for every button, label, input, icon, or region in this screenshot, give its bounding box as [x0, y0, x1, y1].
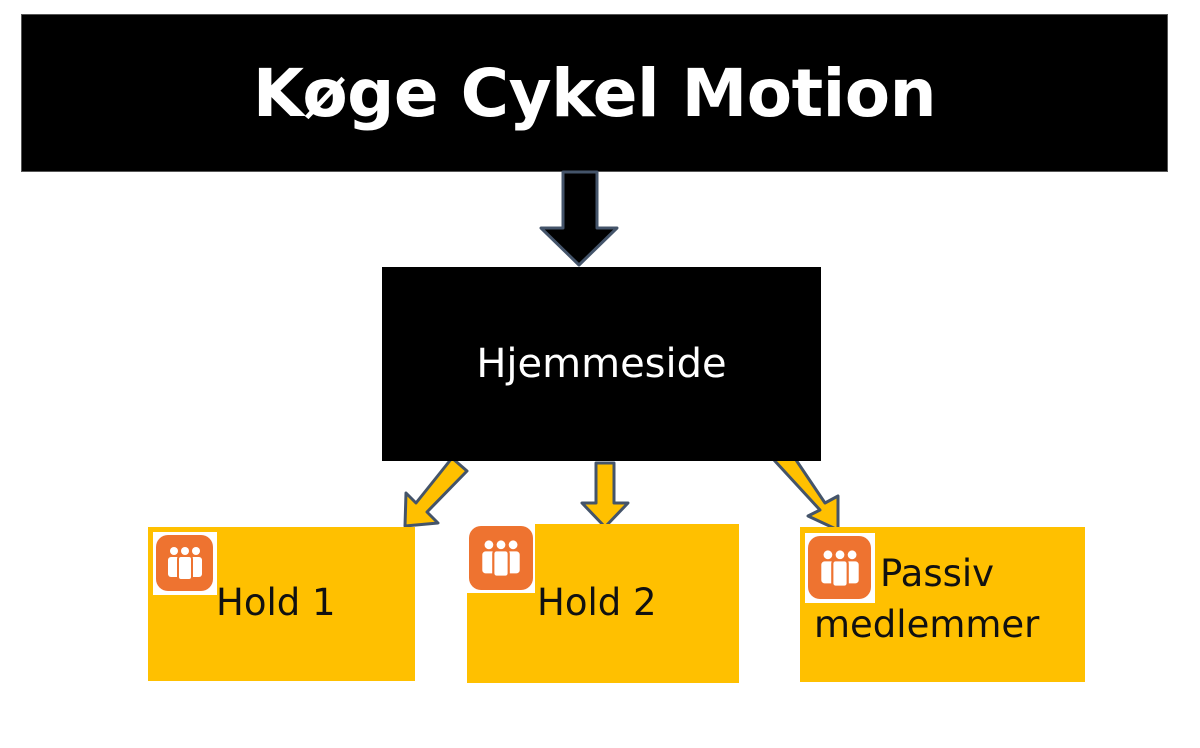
group-people-icon [469, 526, 533, 590]
group-label: Hold 1 [216, 581, 336, 624]
icon-frame [467, 524, 535, 593]
group-node-hold-2-lower [467, 593, 739, 683]
arrow-home-to-hold-1 [403, 456, 469, 528]
icon-frame [153, 532, 217, 595]
group-label: Hold 2 [537, 581, 657, 624]
arrow-title-to-home [539, 170, 619, 267]
arrow-home-to-hold-2 [580, 461, 630, 529]
group-people-icon [808, 536, 871, 599]
page-title: Køge Cykel Motion [252, 54, 937, 132]
group-node-passiv[interactable]: Passiv medlemmer [800, 527, 1085, 682]
group-label-line2: medlemmer [814, 603, 1040, 646]
title-bar: Køge Cykel Motion [21, 14, 1168, 172]
group-node-hold-1[interactable]: Hold 1 [148, 527, 415, 681]
arrow-home-to-passiv [772, 452, 840, 532]
home-label: Hjemmeside [476, 341, 727, 387]
group-people-icon [156, 535, 213, 591]
group-label-line1: Passiv [880, 552, 995, 595]
home-node[interactable]: Hjemmeside [382, 267, 821, 461]
icon-frame [805, 533, 875, 603]
